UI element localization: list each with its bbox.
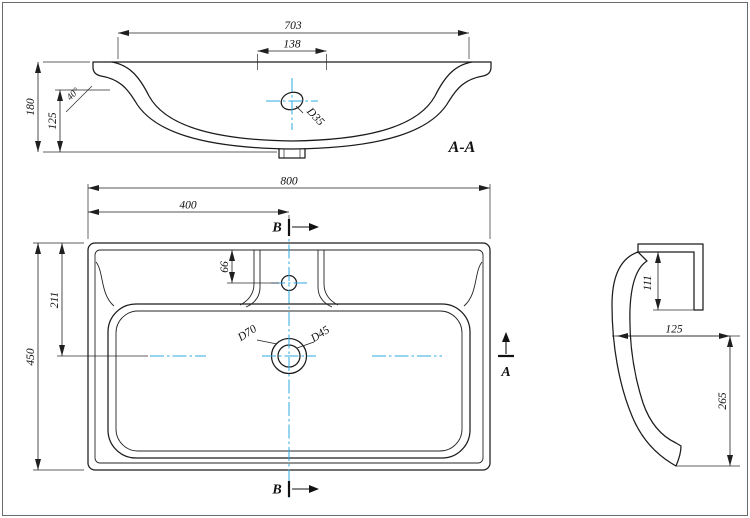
dim-faucet-offset-label: 66 (219, 261, 231, 273)
dim-drain-d35-label: D35 (303, 105, 326, 129)
plan-left-rim-curve (95, 261, 115, 307)
dim-total-width-label: 800 (280, 176, 298, 188)
dim-rim-angle-label: 40° (65, 86, 82, 103)
plan-deck-right-outer-line (323, 250, 339, 306)
aa-d35-leader-line (295, 105, 304, 114)
dim-front-height-label: 265 (717, 392, 729, 410)
section-b-bottom-arrowhead (309, 485, 319, 493)
plan-deck-right-inner-line (317, 250, 333, 308)
aa-180-extension-lines (43, 61, 277, 153)
plan-d70-leader-line (256, 339, 278, 345)
dim-ledge-depth-label: 125 (665, 324, 683, 336)
plan-deck-left-outer-line (239, 250, 255, 306)
section-b-top-arrowhead (309, 223, 319, 231)
aa-bowl-outer-profile (92, 61, 492, 150)
dim-drain-position-label: 211 (49, 292, 61, 308)
dim-drain-d70-label: D70 (235, 323, 259, 345)
section-aa-view: D35 40° 703 138 180 125 A-A (25, 20, 492, 159)
aa-deck-edge-lines (257, 54, 327, 70)
dim-deck-width-label: 138 (283, 39, 301, 51)
plan-450-extension-lines (33, 242, 84, 471)
dim-bowl-depth-label: 125 (47, 112, 59, 130)
aa-drain-boss (278, 147, 306, 159)
section-a-arrowhead (502, 332, 510, 342)
dim-total-depth-label: 450 (25, 348, 37, 366)
aa-703-extension-lines (117, 37, 470, 59)
section-aa-label: A-A (448, 139, 476, 156)
dim-half-width-label: 400 (179, 200, 197, 212)
side-bowl-wall-section (611, 251, 682, 467)
section-b-bottom-label: B (271, 483, 281, 498)
aa-bowl-inner-profile (111, 61, 473, 142)
dim-drain-d45-label: D45 (308, 324, 332, 346)
plan-right-rim-curve (463, 261, 483, 307)
section-b-top-label: B (271, 221, 281, 236)
dim-wall-height-label: 111 (642, 275, 654, 291)
plan-view: D70 D45 800 400 450 211 66 B B A (25, 176, 514, 498)
section-a-label: A (500, 365, 510, 380)
side-section-view: 111 125 265 (611, 243, 740, 467)
dim-total-height-label: 180 (25, 98, 37, 116)
plan-deck-left-inner-line (245, 250, 261, 308)
aa-drain-boss-inner-lines (283, 149, 301, 158)
plan-d45-leader-line (296, 341, 315, 349)
aa-drain-hole (280, 91, 304, 111)
dim-inner-width-label: 703 (284, 20, 302, 32)
